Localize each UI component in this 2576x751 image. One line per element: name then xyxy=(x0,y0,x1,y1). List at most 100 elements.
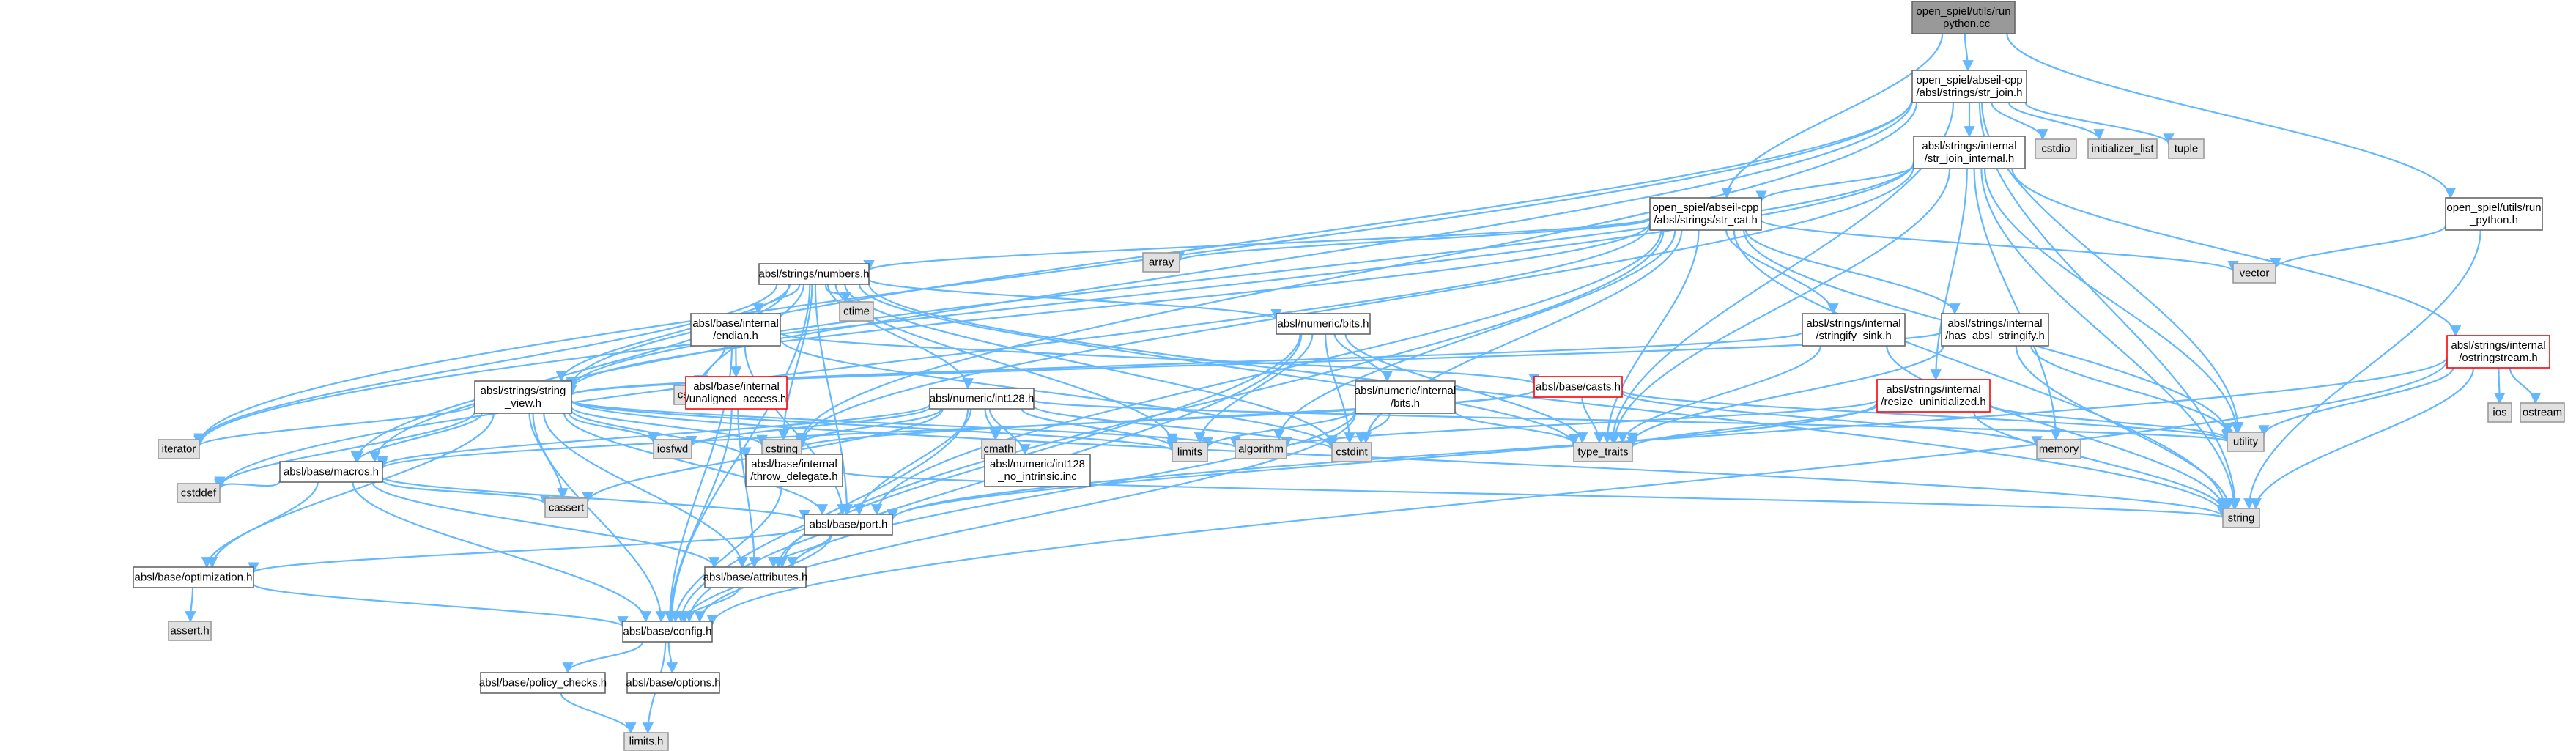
edge-str_join_internal-to-type_traits xyxy=(1609,168,1951,444)
node-box xyxy=(1911,1,2016,34)
node-label-line: absl/base/internal xyxy=(692,317,779,330)
node-numeric-internal-bits[interactable]: absl/numeric/internal/bits.h xyxy=(1355,380,1456,414)
edge-str_cat-to-string_view xyxy=(566,222,1651,391)
node-box xyxy=(279,461,383,483)
node-label-line: assert.h xyxy=(170,625,209,637)
edge-int128-to-cmath xyxy=(984,408,1002,441)
node-label-line: open_spiel/abseil-cpp xyxy=(1916,74,2022,86)
node-label-line: cstring xyxy=(766,443,798,456)
node-label-line: ostream xyxy=(2523,407,2562,419)
edge-string_view-to-string xyxy=(570,399,2229,518)
node-attributes[interactable]: absl/base/attributes.h xyxy=(703,566,808,588)
node-box xyxy=(177,483,221,503)
node-resize-uninitialized[interactable]: absl/strings/internal/resize_uninitializ… xyxy=(1876,379,1991,413)
node-config[interactable]: absl/base/config.h xyxy=(622,621,713,643)
node-string-view[interactable]: absl/strings/string_view.h xyxy=(474,380,572,414)
edge-bits-to-type_traits xyxy=(1344,333,1588,444)
edge-unaligned_access-to-config xyxy=(665,408,733,623)
edge-casts-to-cstring xyxy=(796,389,1536,449)
node-policy-checks[interactable]: absl/base/policy_checks.h xyxy=(479,672,607,694)
edge-numeric_internal_bits-to-attributes xyxy=(786,410,1357,569)
node-options[interactable]: absl/base/options.h xyxy=(626,672,721,694)
edge-int128-to-cstring xyxy=(796,408,942,445)
node-label-line: absl/numeric/bits.h xyxy=(1277,318,1369,330)
dependency-nodes: open_spiel/utils/run_python.cc open_spiel… xyxy=(133,1,2565,751)
node-endian[interactable]: absl/base/internal/endian.h xyxy=(690,313,781,347)
node-box xyxy=(158,439,200,459)
edge-casts-to-utility xyxy=(1621,389,2233,442)
node-run-python-h[interactable]: open_spiel/utils/run_python.h xyxy=(2445,197,2543,231)
node-label-line: absl/strings/numbers.h xyxy=(759,268,870,281)
node-box xyxy=(1913,136,2026,169)
node-casts[interactable]: absl/base/casts.h xyxy=(1533,376,1623,398)
node-label-line: cstdint xyxy=(1336,446,1368,459)
edge-numeric_internal_bits-to-cstdint xyxy=(1355,413,1391,444)
node-box xyxy=(1172,442,1208,462)
node-port[interactable]: absl/base/port.h xyxy=(804,514,893,536)
node-root[interactable]: open_spiel/utils/run_python.cc xyxy=(1911,1,2016,34)
node-label-line: absl/strings/internal xyxy=(1922,140,2016,152)
edge-str_cat-to-stringify_sink xyxy=(1725,229,1839,315)
node-box xyxy=(622,621,713,643)
node-label-line: tuple xyxy=(2175,143,2199,155)
edge-string_view-to-iosfwd xyxy=(569,413,659,444)
node-unaligned-access[interactable]: absl/base/internal/unaligned_access.h xyxy=(685,376,788,410)
node-box xyxy=(1876,379,1991,413)
edge-config-to-policy_checks xyxy=(562,641,644,674)
node-label-line: /stringify_sink.h xyxy=(1816,330,1891,342)
node-limits: limits xyxy=(1172,442,1208,462)
node-int128[interactable]: absl/numeric/int128.h xyxy=(929,388,1035,410)
node-bits[interactable]: absl/numeric/bits.h xyxy=(1276,313,1371,335)
node-vector: vector xyxy=(2232,263,2276,284)
node-label-line: iosfwd xyxy=(657,443,689,456)
node-label-line: /has_absl_stringify.h xyxy=(1945,330,2045,342)
edge-bits-to-cstdint xyxy=(1325,333,1355,444)
edge-string_view-to-algorithm xyxy=(570,399,1241,449)
node-box xyxy=(544,497,588,518)
edge-stringify_sink-to-type_traits xyxy=(1616,345,1821,444)
node-throw-delegate[interactable]: absl/base/internal/throw_delegate.h xyxy=(745,454,843,487)
edge-str_cat-to-array xyxy=(1174,218,1651,262)
node-label-line: absl/base/optimization.h xyxy=(135,571,253,584)
node-iosfwd: iosfwd xyxy=(653,439,692,459)
node-numbers[interactable]: absl/strings/numbers.h xyxy=(758,263,870,285)
edge-string_view-to-cstring xyxy=(570,406,768,447)
edge-numbers-to-iterator xyxy=(193,284,778,445)
node-int128-no-intrinsic[interactable]: absl/numeric/int128_no_intrinsic.inc xyxy=(984,454,1091,487)
node-box xyxy=(839,301,874,322)
node-macros[interactable]: absl/base/macros.h xyxy=(279,461,383,483)
node-assert-h: assert.h xyxy=(168,621,212,641)
node-has-absl-stringify[interactable]: absl/strings/internal/has_absl_stringify… xyxy=(1941,313,2049,347)
node-label-line: /endian.h xyxy=(713,330,758,342)
node-label-line: cmath xyxy=(984,443,1014,456)
edge-int128-to-macros xyxy=(377,403,931,467)
node-box xyxy=(2520,402,2565,423)
node-ostringstream[interactable]: absl/strings/internal/ostringstream.h xyxy=(2446,335,2550,369)
edge-str_cat-to-attributes xyxy=(777,229,1665,569)
edge-str_join-to-string_view xyxy=(566,98,1914,388)
edge-string_view-to-cstddef xyxy=(214,411,476,488)
edge-str_join_internal-to-memory xyxy=(1973,168,2062,441)
node-label-line: iterator xyxy=(162,443,196,456)
node-str-join[interactable]: open_spiel/abseil-cpp/absl/strings/str_j… xyxy=(1911,70,2027,103)
node-box xyxy=(1911,70,2027,103)
node-box xyxy=(2168,138,2205,159)
node-box xyxy=(2232,263,2276,284)
edge-has_absl_stringify-to-type_traits xyxy=(1626,345,1944,445)
edge-str_join-to-tuple xyxy=(2024,102,2175,145)
node-label-line: /absl/strings/str_cat.h xyxy=(1654,214,1758,226)
node-optimization[interactable]: absl/base/optimization.h xyxy=(133,566,254,588)
edge-str_join-to-initializer_list xyxy=(2008,102,2105,141)
node-str-join-internal[interactable]: absl/strings/internal/str_join_internal.… xyxy=(1913,136,2026,169)
edge-str_cat-to-algorithm xyxy=(1273,229,1676,441)
edge-int128-to-int128_no_intrinsic xyxy=(988,408,1031,456)
node-ctime: ctime xyxy=(839,301,874,322)
node-stringify-sink[interactable]: absl/strings/internal/stringify_sink.h xyxy=(1802,313,1906,347)
edge-bits-to-limits xyxy=(1193,333,1314,444)
edge-numbers-to-int128 xyxy=(826,284,974,390)
node-label-line: absl/base/attributes.h xyxy=(703,571,808,584)
edge-str_join-to-cstdio xyxy=(1991,102,2048,141)
edge-run_python_h-to-vector xyxy=(2270,225,2447,270)
edge-str_cat-to-vector xyxy=(1760,219,2239,273)
node-str-cat[interactable]: open_spiel/abseil-cpp/absl/strings/str_c… xyxy=(1649,197,1762,231)
